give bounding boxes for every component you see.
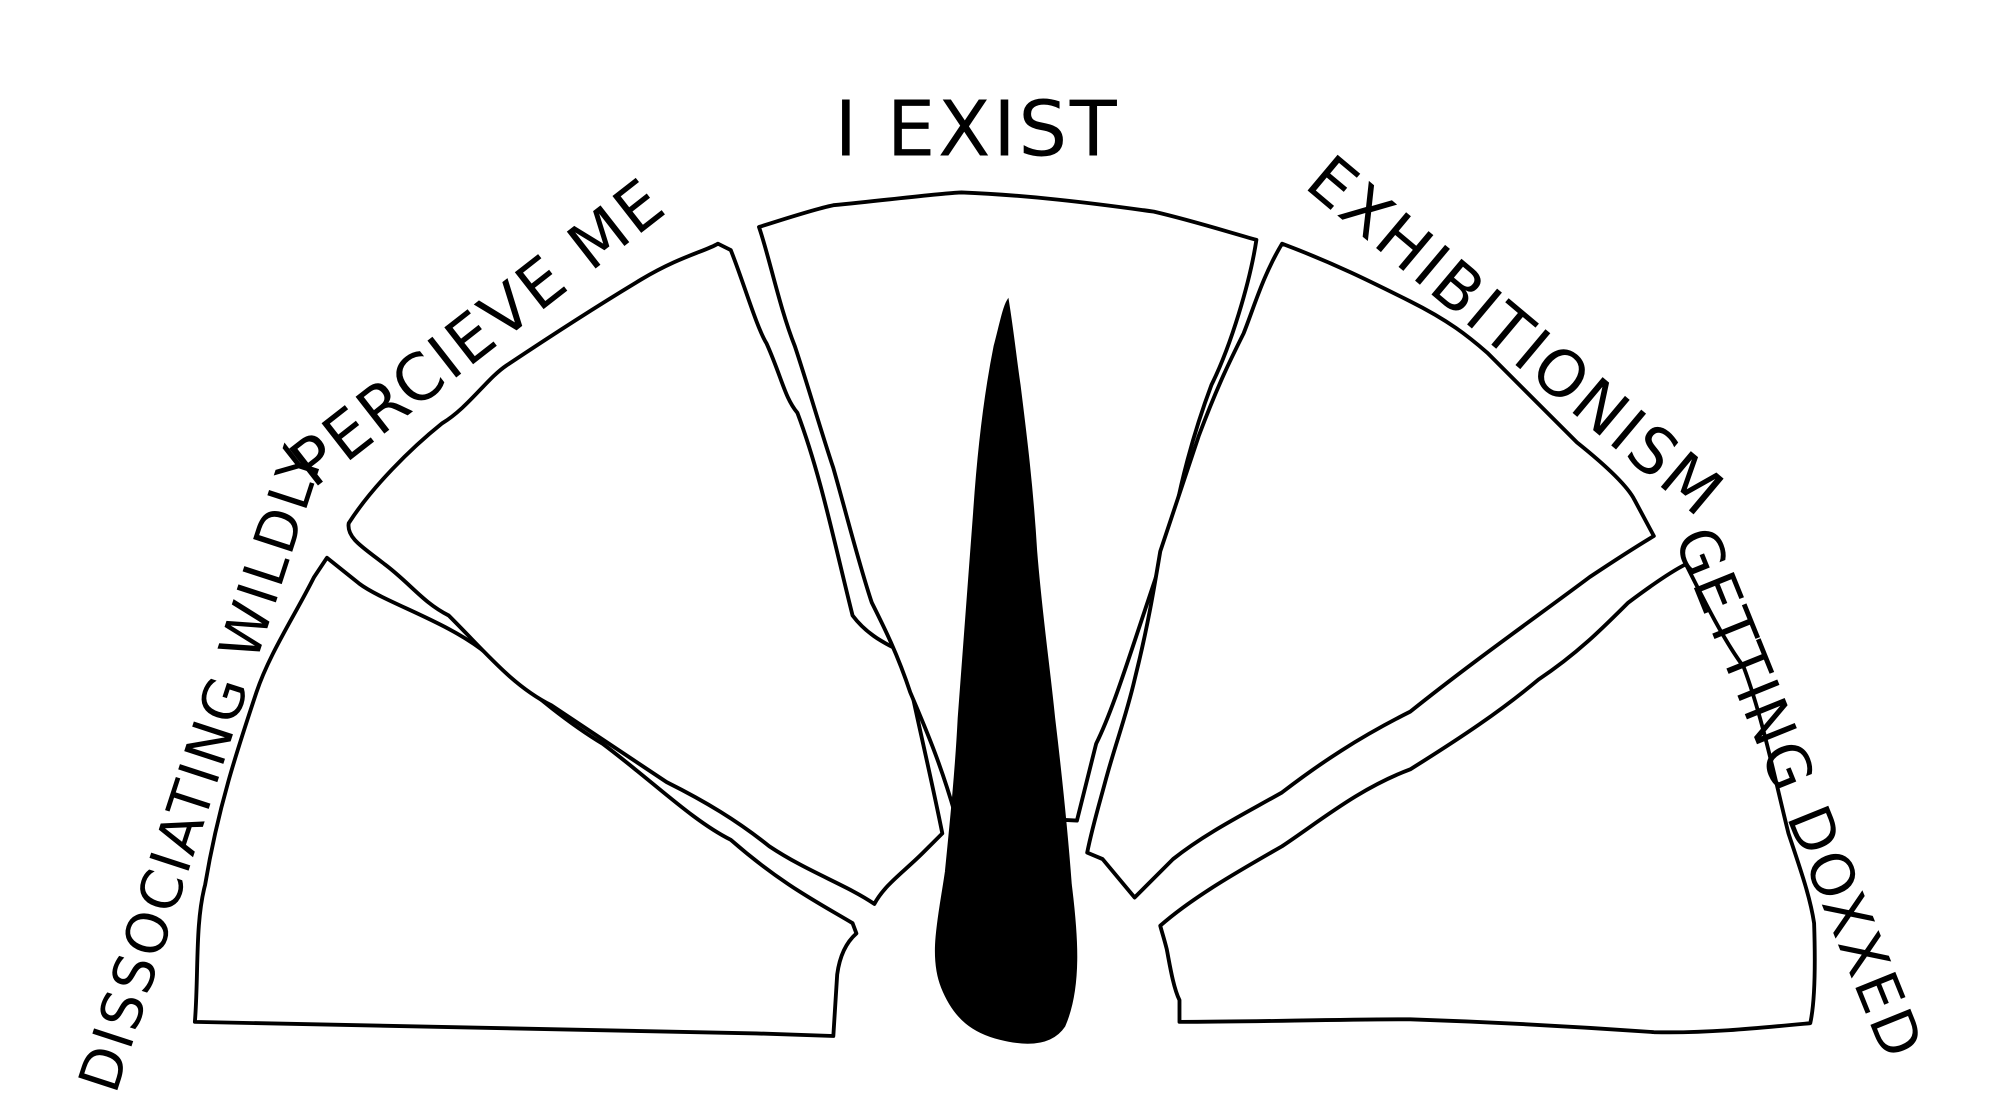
gauge-segment-dissociating-wildly <box>192 555 859 1038</box>
gauge-needle <box>934 297 1078 1044</box>
gauge-segment-exhibitionism <box>1085 241 1656 900</box>
label-i-exist: I EXIST <box>835 86 1120 175</box>
gauge-segment-getting-doxxed <box>1158 562 1817 1035</box>
